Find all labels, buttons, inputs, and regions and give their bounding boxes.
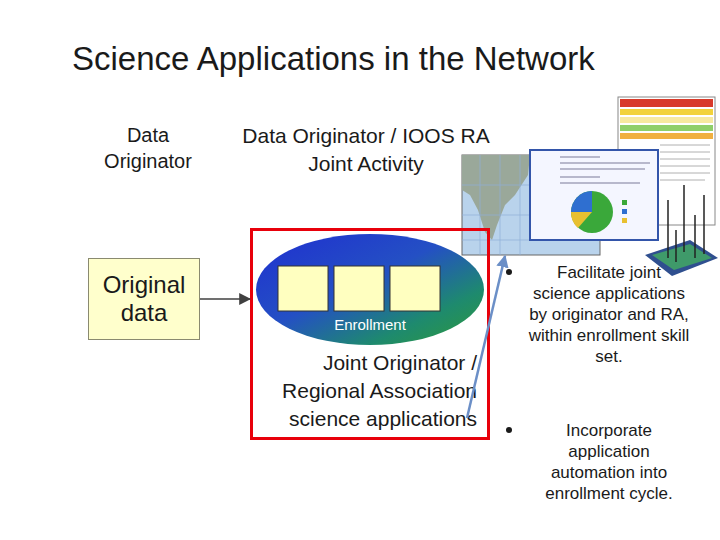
screenshot-strip [620, 125, 713, 131]
enrollment-ellipse: Enrollment [255, 233, 485, 346]
report-frame [530, 150, 658, 240]
slide-title: Science Applications in the Network [72, 40, 595, 78]
screenshot-strip [620, 133, 713, 139]
ellipse-shape [256, 234, 484, 345]
report-screenshot [530, 150, 658, 240]
activity-frame: Joint Originator / Regional Association … [250, 228, 490, 440]
node-text: Original data [89, 271, 199, 327]
plot-spikes [668, 185, 704, 262]
screenshot-strip [620, 117, 713, 123]
report-lines [560, 157, 650, 183]
column-header: Data Originator / IOOS RA Joint Activity [228, 122, 504, 178]
pie-slice [571, 212, 592, 228]
node-text: Enrollment [255, 316, 485, 334]
enrollment-slot [278, 266, 328, 311]
column-header: Data Originator [92, 122, 204, 174]
legend-square [622, 209, 627, 214]
bullet-dot [506, 269, 512, 275]
pie-slice [571, 191, 592, 212]
bullet-note: Facilitate joint science applications by… [528, 262, 690, 367]
flow-arrow [200, 298, 250, 300]
legend-square [622, 200, 627, 205]
plot-surface [652, 244, 712, 270]
bullet-dot [506, 427, 512, 433]
legend-square [622, 218, 627, 223]
surface-plot [645, 185, 718, 276]
node-text: Joint Originator / Regional Association … [252, 349, 477, 433]
enrollment-slot [390, 266, 440, 311]
pie-slice [571, 191, 613, 233]
screenshot-strip [620, 99, 713, 107]
enrollment-slot [334, 266, 384, 311]
data-box: Original data [88, 258, 200, 340]
screenshot-lines [660, 145, 710, 180]
bullet-note: Incorporate application automation into … [528, 420, 690, 504]
screenshot-strip [620, 109, 713, 115]
